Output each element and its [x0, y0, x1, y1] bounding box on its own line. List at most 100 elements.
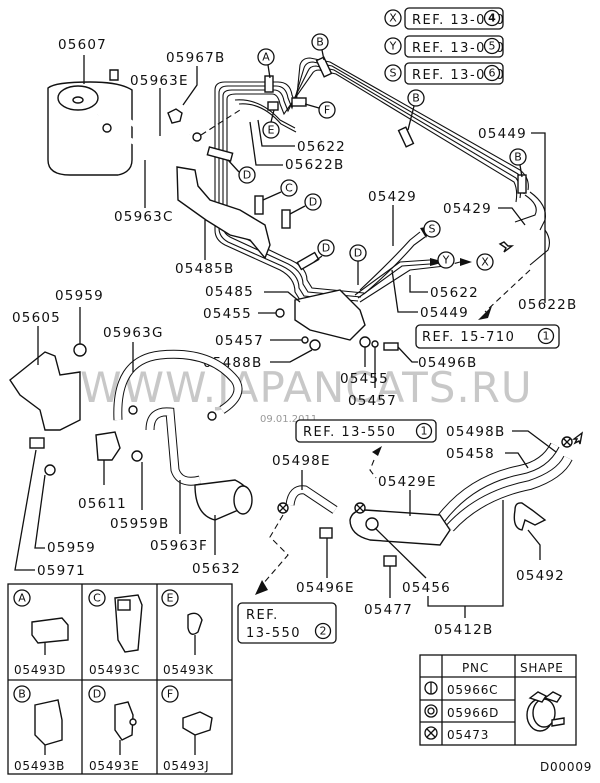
- diagram-code: D00009: [540, 760, 592, 774]
- svg-text:5: 5: [489, 40, 496, 53]
- reference-x[interactable]: X REF. 13-010 4: [384, 7, 505, 30]
- svg-text:Y: Y: [442, 254, 450, 267]
- svg-text:F: F: [167, 688, 173, 701]
- ref-15-710[interactable]: REF. 15-710 1: [415, 324, 560, 349]
- label-05498E: 05498E: [272, 453, 331, 469]
- ref-13-550-1[interactable]: REF. 13-550 1: [295, 419, 437, 443]
- hollow-arrow-icon: [498, 241, 515, 253]
- svg-text:X: X: [481, 256, 489, 269]
- svg-text:A: A: [262, 51, 270, 64]
- clamp-row-3: 05473: [424, 726, 488, 742]
- svg-text:05493K: 05493K: [163, 663, 214, 677]
- svg-text:REF. 13-010: REF. 13-010: [412, 13, 505, 28]
- label-05498B: 05498B: [446, 424, 505, 440]
- svg-text:05493J: 05493J: [163, 759, 210, 773]
- bracket-05605: [9, 351, 81, 431]
- label-05455: 05455: [203, 306, 252, 322]
- svg-text:B: B: [412, 92, 420, 105]
- label-05963F: 05963F: [150, 538, 208, 554]
- label-05457-2: 05457: [348, 393, 397, 409]
- marker-s-icon: [384, 64, 402, 82]
- watermark: WWW.JAPANCATS.RU: [80, 363, 533, 412]
- svg-text:1: 1: [421, 425, 428, 438]
- svg-text:05493C: 05493C: [89, 663, 140, 677]
- svg-text:Y: Y: [389, 40, 397, 53]
- svg-text:13-550: 13-550: [246, 626, 301, 641]
- label-05429-right: 05429: [443, 201, 492, 217]
- svg-text:05493E: 05493E: [89, 759, 140, 773]
- svg-text:A: A: [18, 592, 26, 605]
- label-05605: 05605: [12, 310, 61, 326]
- marker-y-icon: [384, 37, 402, 55]
- label-05622: 05622: [297, 139, 346, 155]
- label-05457: 05457: [215, 333, 264, 349]
- arrow-icon: [255, 580, 268, 595]
- clamp-table: PNC SHAPE 05966C 05966D 05473: [419, 654, 577, 746]
- callout-x: X: [476, 253, 494, 271]
- svg-text:B: B: [316, 36, 324, 49]
- label-05622-lower: 05622: [430, 285, 479, 301]
- svg-text:1: 1: [543, 330, 550, 343]
- svg-text:E: E: [268, 124, 275, 137]
- label-05477: 05477: [364, 602, 413, 618]
- header-pnc: PNC: [462, 661, 489, 675]
- bracket-05429E: [349, 509, 451, 546]
- svg-text:2: 2: [320, 625, 327, 638]
- svg-text:S: S: [390, 67, 397, 80]
- reference-y[interactable]: Y REF. 13-010 5: [384, 35, 505, 58]
- callout-s: S: [423, 220, 441, 238]
- label-05492: 05492: [516, 568, 565, 584]
- arrow-x-icon: [460, 258, 472, 266]
- label-05959-bottom: 05959: [47, 540, 96, 556]
- label-05963E: 05963E: [130, 73, 189, 89]
- label-05632: 05632: [192, 561, 241, 577]
- svg-text:05966C: 05966C: [447, 683, 498, 697]
- clip-cell-e: E 05493K: [161, 589, 214, 677]
- reference-s[interactable]: S REF. 13-010 6: [384, 62, 505, 85]
- svg-text:6: 6: [489, 67, 496, 80]
- label-05959B: 05959B: [110, 516, 169, 532]
- svg-text:F: F: [324, 104, 330, 117]
- svg-text:D: D: [243, 169, 251, 182]
- callout-d-3: D: [313, 239, 335, 263]
- svg-text:X: X: [389, 12, 397, 25]
- callout-d-4: D: [349, 244, 367, 285]
- header-shape: SHAPE: [520, 661, 564, 675]
- clip-cell-b: B 05493B: [13, 685, 64, 773]
- bracket-05485B: [176, 166, 271, 260]
- label-05496B: 05496B: [418, 355, 477, 371]
- label-05622B-right: 05622B: [518, 297, 577, 313]
- svg-text:E: E: [167, 592, 174, 605]
- clamp-row-1: 05966C: [424, 681, 498, 697]
- callout-b-top: B: [311, 33, 329, 61]
- clamp-05492: [513, 502, 547, 531]
- svg-text:B: B: [18, 688, 26, 701]
- label-05496E: 05496E: [296, 580, 355, 596]
- label-05959-top: 05959: [55, 288, 104, 304]
- svg-text:05493D: 05493D: [14, 663, 66, 677]
- bracket-05485: [294, 289, 366, 341]
- svg-text:05966D: 05966D: [447, 706, 499, 720]
- svg-text:REF.: REF.: [246, 608, 279, 623]
- svg-text:S: S: [429, 223, 436, 236]
- ref-13-550-2[interactable]: REF. 13-550 2: [237, 602, 337, 644]
- svg-text:D: D: [93, 688, 101, 701]
- label-05429E: 05429E: [378, 474, 437, 490]
- callout-c: C: [262, 179, 298, 201]
- svg-text:REF. 13-010: REF. 13-010: [412, 68, 505, 83]
- arrow-icon: [372, 446, 382, 456]
- label-05412B: 05412B: [434, 622, 493, 638]
- label-05622B: 05622B: [285, 157, 344, 173]
- label-05458: 05458: [446, 446, 495, 462]
- label-05485: 05485: [205, 284, 254, 300]
- label-05449-lower: 05449: [420, 305, 469, 321]
- svg-text:D: D: [322, 242, 330, 255]
- canister-05607[interactable]: [47, 69, 133, 176]
- clip-d: [206, 146, 234, 162]
- label-05967B: 05967B: [166, 50, 225, 66]
- svg-text:C: C: [285, 182, 293, 195]
- label-05429: 05429: [368, 189, 417, 205]
- callout-d-1: D: [227, 159, 256, 184]
- label-05611: 05611: [78, 496, 127, 512]
